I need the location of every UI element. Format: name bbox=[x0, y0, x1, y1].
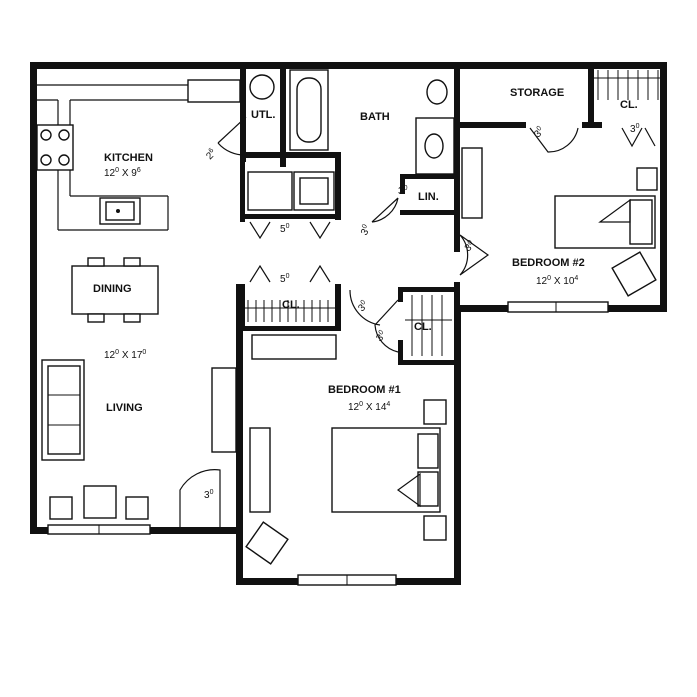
room-labels: KITCHEN 120 X 96 UTL. BATH STORAGE CL. L… bbox=[93, 87, 638, 414]
door-label-entry: 30 bbox=[204, 489, 214, 501]
bedroom1-furniture bbox=[245, 289, 452, 586]
door-label-closet-top: 30 bbox=[630, 123, 640, 135]
closet-hall-label: CL. bbox=[282, 299, 300, 311]
door-label-utl: 26 bbox=[204, 147, 219, 162]
bath-fixtures bbox=[289, 69, 455, 223]
dining-furniture bbox=[71, 257, 159, 323]
closet-bedroom1-label: CL. bbox=[414, 321, 432, 333]
living-furniture bbox=[41, 359, 237, 535]
dining-table bbox=[71, 265, 159, 315]
living-label: LIVING bbox=[106, 402, 143, 414]
kitchen-label: KITCHEN bbox=[104, 152, 153, 164]
utl-label: UTL. bbox=[251, 109, 275, 121]
door-label-bedroom2: 30 bbox=[462, 239, 477, 254]
kitchen-dimensions: 120 X 96 bbox=[104, 167, 141, 179]
linen-label: LIN. bbox=[418, 191, 439, 203]
bedroom2-label: BEDROOM #2 bbox=[512, 257, 585, 269]
interior-walls bbox=[236, 62, 602, 530]
door-label-hall-upper: 50 bbox=[280, 223, 290, 235]
door-label-hall-lower: 50 bbox=[280, 273, 290, 285]
hall-closets bbox=[245, 171, 335, 322]
toilet bbox=[426, 79, 448, 105]
closet-top-label: CL. bbox=[620, 99, 638, 111]
door-label-lin: 30 bbox=[398, 185, 408, 197]
utility-appliances bbox=[217, 74, 275, 156]
dining-label: DINING bbox=[93, 283, 132, 295]
storage-label: STORAGE bbox=[510, 87, 564, 99]
bedroom1-dimensions: 120 X 144 bbox=[348, 401, 390, 413]
dining-living-dimensions: 120 X 170 bbox=[104, 349, 146, 361]
bedroom1-label: BEDROOM #1 bbox=[328, 384, 401, 396]
bedroom2-dimensions: 120 X 104 bbox=[536, 275, 578, 287]
storage-closet bbox=[529, 70, 660, 153]
kitchen-counter bbox=[36, 79, 241, 231]
door-label-storage: 30 bbox=[532, 125, 547, 140]
bath-label: BATH bbox=[360, 111, 390, 123]
door-label-bath: 30 bbox=[358, 223, 373, 237]
bedroom2-furniture bbox=[459, 147, 658, 313]
